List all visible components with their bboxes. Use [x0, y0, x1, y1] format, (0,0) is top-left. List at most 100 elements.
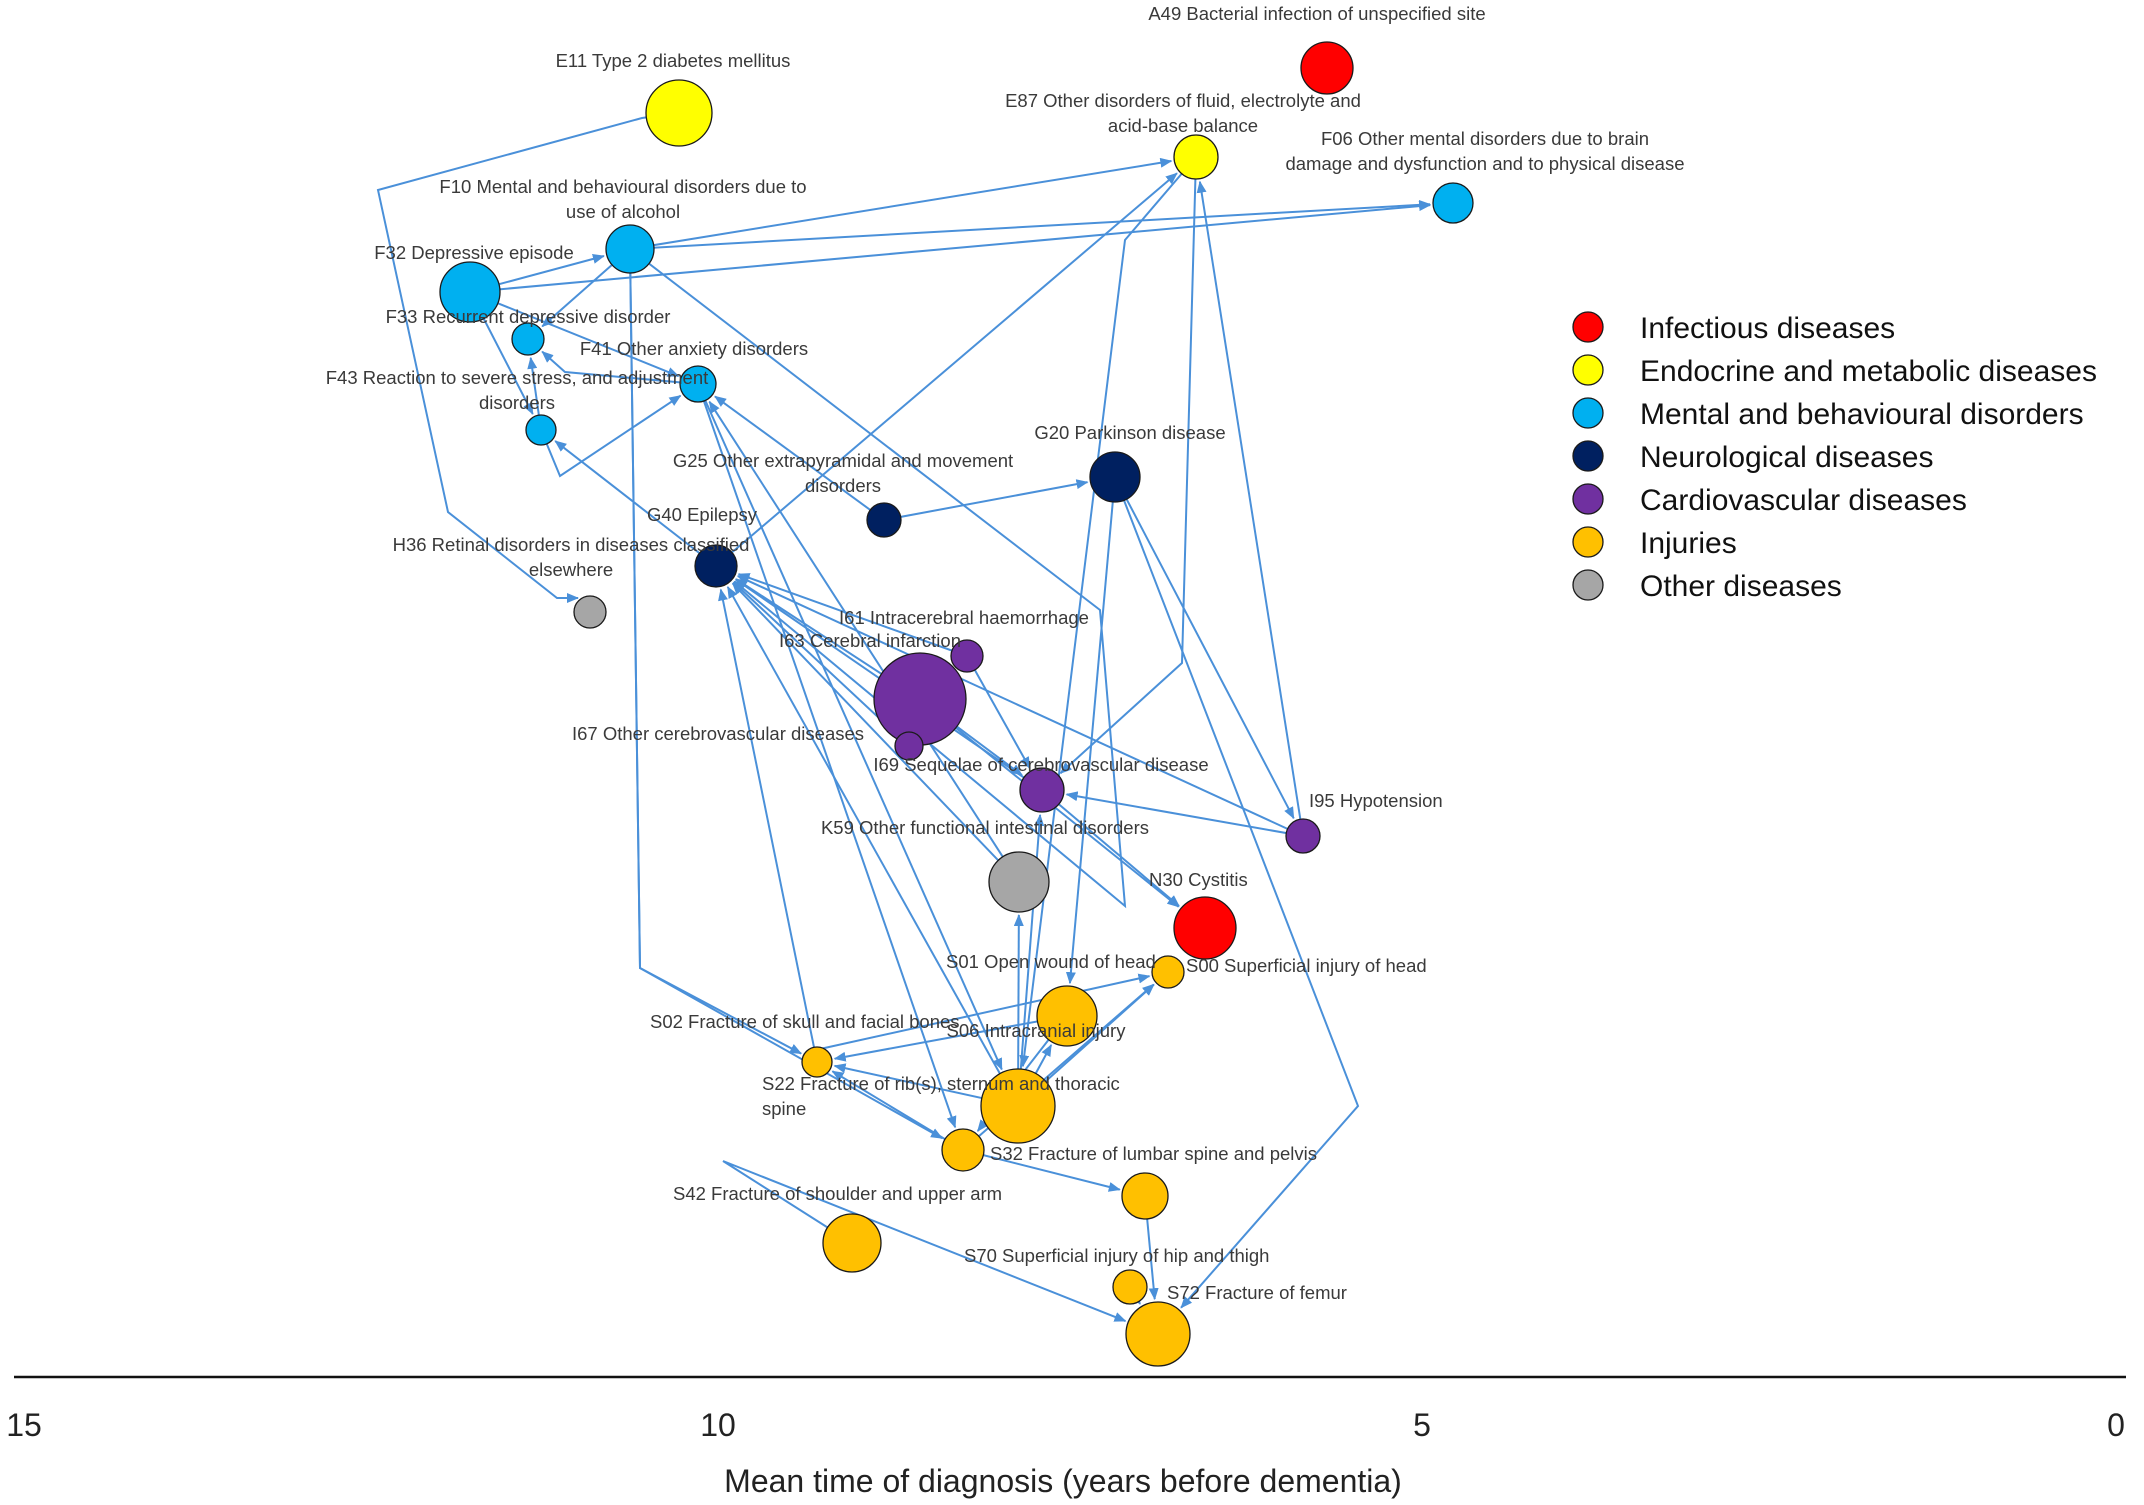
- node-i61: [950, 639, 984, 673]
- node-label-f10: F10 Mental and behavioural disorders due…: [439, 176, 806, 222]
- node-f32: [439, 261, 501, 323]
- x-tick-label-0: 0: [2107, 1407, 2125, 1443]
- node-i63: [873, 652, 967, 746]
- edge-i95-to-g40: [736, 575, 1304, 837]
- legend-swatch-neuro: [1572, 440, 1604, 472]
- node-label-f43: F43 Reaction to severe stress, and adjus…: [326, 367, 709, 413]
- node-label-f41: F41 Other anxiety disorders: [580, 338, 808, 359]
- edge-i61-to-g40: [737, 573, 968, 657]
- edge-i95-to-i69: [1065, 791, 1304, 837]
- node-e11: [645, 79, 713, 147]
- legend-swatch-mental: [1572, 397, 1604, 429]
- legend-label-mental: Mental and behavioural disorders: [1640, 398, 2084, 431]
- edge-g20-to-s72: [1114, 476, 1360, 1309]
- edge-s01-to-s02: [833, 1015, 1068, 1062]
- node-s42: [822, 1213, 882, 1273]
- node-i69: [1019, 767, 1065, 813]
- legend-label-injury: Injuries: [1640, 527, 1737, 560]
- edge-g25-to-g20: [883, 479, 1089, 521]
- node-label-s22: S22 Fracture of rib(s), sternum and thor…: [762, 1073, 1120, 1119]
- node-label-k59: K59 Other functional intestinal disorder…: [821, 817, 1149, 838]
- node-label-s72: S72 Fracture of femur: [1167, 1282, 1347, 1303]
- node-a49: [1300, 41, 1354, 95]
- node-g40: [694, 544, 738, 588]
- edge-i69-to-n30: [1041, 789, 1180, 907]
- node-s22: [941, 1128, 985, 1172]
- edge-k59-to-g40: [731, 582, 1020, 883]
- node-label-g20: G20 Parkinson disease: [1034, 422, 1225, 443]
- edge-s22-to-s02: [831, 1070, 964, 1151]
- edge-s02-to-g40: [718, 588, 818, 1063]
- edge-k59-to-f41: [708, 400, 1020, 883]
- edge-f10-to-e87: [629, 157, 1173, 250]
- edge-f41-to-s06: [697, 383, 1003, 1071]
- node-e87: [1173, 134, 1219, 180]
- node-label-e87: E87 Other disorders of fluid, electrolyt…: [1005, 90, 1361, 136]
- edge-f32-to-f41: [469, 291, 680, 378]
- x-axis-title: Mean time of diagnosis (years before dem…: [724, 1463, 1402, 1499]
- node-s01: [1036, 985, 1098, 1047]
- node-label-i67: I67 Other cerebrovascular diseases: [572, 723, 864, 744]
- edge-f43-to-f41: [540, 394, 682, 478]
- edge-f10-to-s22: [629, 248, 943, 1140]
- node-s00: [1151, 955, 1185, 989]
- node-g20: [1089, 451, 1141, 503]
- legend-label-endocrine: Endocrine and metabolic diseases: [1640, 355, 2097, 388]
- node-i95: [1285, 818, 1321, 854]
- edge-f10-to-f06: [629, 199, 1432, 250]
- node-k59: [988, 851, 1050, 913]
- node-label-i69: I69 Sequelae of cerebrovascular disease: [873, 754, 1208, 775]
- node-label-s02: S02 Fracture of skull and facial bones: [650, 1011, 960, 1032]
- edge-s06-to-g40: [726, 586, 1019, 1107]
- node-label-s00: S00 Superficial injury of head: [1186, 955, 1427, 976]
- node-layer: [439, 41, 1474, 1367]
- label-layer: A49 Bacterial infection of unspecified s…: [326, 3, 1685, 1303]
- edge-s22-to-s32: [962, 1149, 1121, 1192]
- legend-swatch-injury: [1572, 526, 1604, 558]
- edge-g25-to-f41: [714, 395, 885, 521]
- node-g25: [866, 502, 902, 538]
- node-label-s32: S32 Fracture of lumbar spine and pelvis: [990, 1143, 1317, 1164]
- node-label-e11: E11 Type 2 diabetes mellitus: [556, 50, 791, 71]
- node-f41: [679, 365, 717, 403]
- legend-label-infectious: Infectious diseases: [1640, 312, 1895, 345]
- edge-s42-to-s72: [722, 1160, 1127, 1322]
- node-label-n30: N30 Cystitis: [1149, 869, 1248, 890]
- edge-g40-to-e87: [715, 172, 1178, 567]
- node-s32: [1121, 1172, 1169, 1220]
- legend-label-neuro: Neurological diseases: [1640, 441, 1934, 474]
- node-f43: [525, 414, 557, 446]
- edge-f32-to-f06: [469, 201, 1432, 293]
- edge-f41-to-s22: [697, 383, 957, 1129]
- legend-label-cardio: Cardiovascular diseases: [1640, 484, 1967, 517]
- node-label-a49: A49 Bacterial infection of unspecified s…: [1148, 3, 1485, 24]
- node-label-s42: S42 Fracture of shoulder and upper arm: [673, 1183, 1002, 1204]
- legend-swatch-infectious: [1572, 311, 1604, 343]
- node-label-f32: F32 Depressive episode: [374, 242, 574, 263]
- legend-swatch-endocrine: [1572, 354, 1604, 386]
- legend-swatch-cardio: [1572, 483, 1604, 515]
- x-tick-label-10: 10: [700, 1407, 736, 1443]
- node-label-i95: I95 Hypotension: [1309, 790, 1443, 811]
- node-label-s70: S70 Superficial injury of hip and thigh: [964, 1245, 1269, 1266]
- edge-i95-to-e87: [1196, 180, 1304, 837]
- node-s06: [980, 1068, 1056, 1144]
- x-tick-label-5: 5: [1413, 1407, 1431, 1443]
- node-n30: [1173, 896, 1237, 960]
- node-f06: [1432, 182, 1474, 224]
- node-f10: [605, 224, 655, 274]
- node-label-g40: G40 Epilepsy: [647, 504, 758, 525]
- node-label-s01: S01 Open wound of head: [946, 951, 1156, 972]
- node-f33: [511, 322, 545, 356]
- legend-label-other: Other diseases: [1640, 570, 1842, 603]
- node-s72: [1125, 1301, 1191, 1367]
- edge-g40-to-f43: [554, 440, 717, 567]
- edge-g20-to-s01: [1065, 476, 1116, 985]
- edge-i61-to-i69: [966, 655, 1031, 770]
- node-s02: [801, 1046, 833, 1078]
- node-label-f33: F33 Recurrent depressive disorder: [386, 306, 671, 327]
